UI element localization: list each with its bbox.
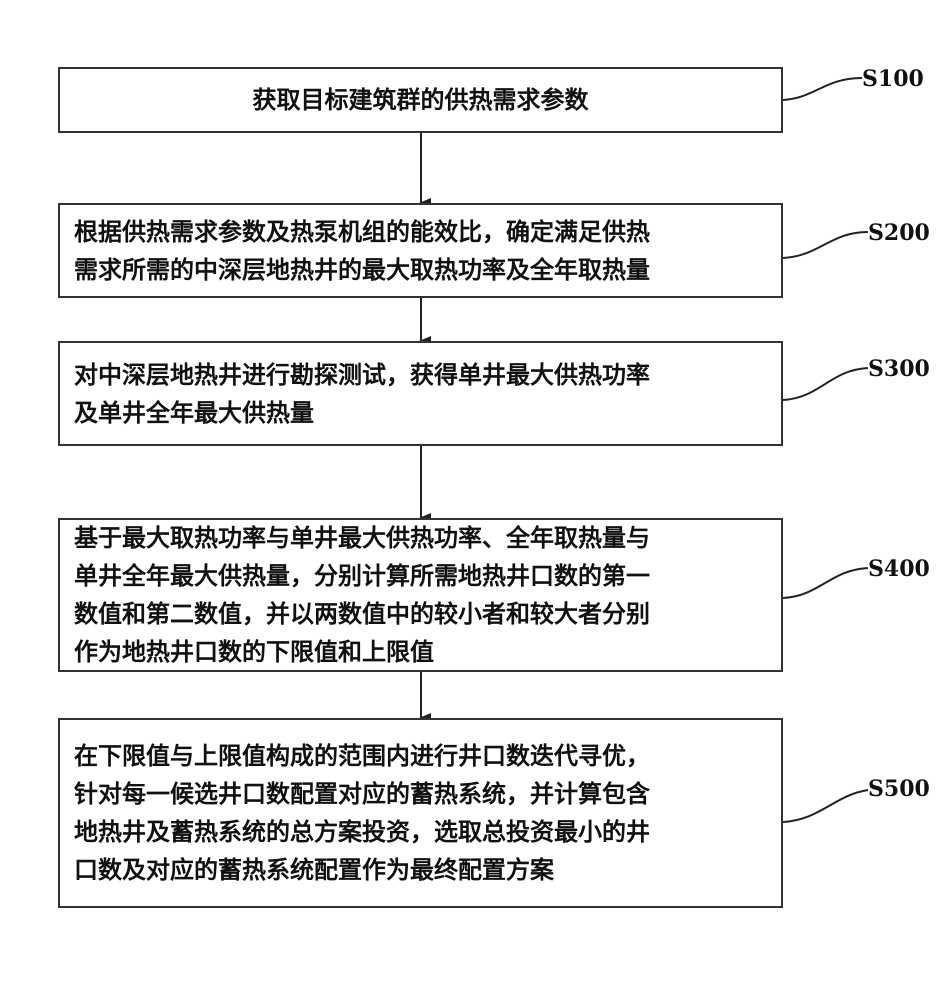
step-s100-box: 获取目标建筑群的供热需求参数 <box>58 67 783 133</box>
step-s500-line-1: 在下限值与上限值构成的范围内进行井口数迭代寻优， <box>74 737 767 775</box>
step-s500-label: S500 <box>868 776 930 802</box>
step-s400-label: S400 <box>868 556 930 582</box>
step-s500-line-3: 地热井及蓄热系统的总方案投资，选取总投资最小的井 <box>74 813 767 851</box>
step-s300-box: 对中深层地热井进行勘探测试，获得单井最大供热功率 及单井全年最大供热量 <box>58 341 783 446</box>
step-s400-line-4: 作为地热井口数的下限值和上限值 <box>74 633 767 671</box>
leader-s200 <box>783 232 868 258</box>
step-s500-line-4: 口数及对应的蓄热系统配置作为最终配置方案 <box>74 851 767 889</box>
step-s300-line-2: 及单井全年最大供热量 <box>74 394 767 432</box>
step-s100-label: S100 <box>862 66 924 92</box>
step-s200-line-2: 需求所需的中深层地热井的最大取热功率及全年取热量 <box>74 251 767 289</box>
leader-s300 <box>783 368 868 400</box>
step-s500-line-2: 针对每一候选井口数配置对应的蓄热系统，并计算包含 <box>74 775 767 813</box>
leader-s500 <box>783 790 868 822</box>
leader-s400 <box>783 568 868 598</box>
step-s400-box: 基于最大取热功率与单井最大供热功率、全年取热量与 单井全年最大供热量，分别计算所… <box>58 518 783 672</box>
step-s500-box: 在下限值与上限值构成的范围内进行井口数迭代寻优， 针对每一候选井口数配置对应的蓄… <box>58 718 783 908</box>
step-s200-line-1: 根据供热需求参数及热泵机组的能效比，确定满足供热 <box>74 213 767 251</box>
step-s400-line-1: 基于最大取热功率与单井最大供热功率、全年取热量与 <box>74 519 767 557</box>
step-s400-line-2: 单井全年最大供热量，分别计算所需地热井口数的第一 <box>74 557 767 595</box>
step-s200-box: 根据供热需求参数及热泵机组的能效比，确定满足供热 需求所需的中深层地热井的最大取… <box>58 203 783 298</box>
step-s200-label: S200 <box>868 220 930 246</box>
step-s100-line-1: 获取目标建筑群的供热需求参数 <box>253 81 589 119</box>
step-s300-label: S300 <box>868 356 930 382</box>
leader-s100 <box>783 78 862 100</box>
step-s400-line-3: 数值和第二数值，并以两数值中的较小者和较大者分别 <box>74 595 767 633</box>
step-s300-line-1: 对中深层地热井进行勘探测试，获得单井最大供热功率 <box>74 356 767 394</box>
